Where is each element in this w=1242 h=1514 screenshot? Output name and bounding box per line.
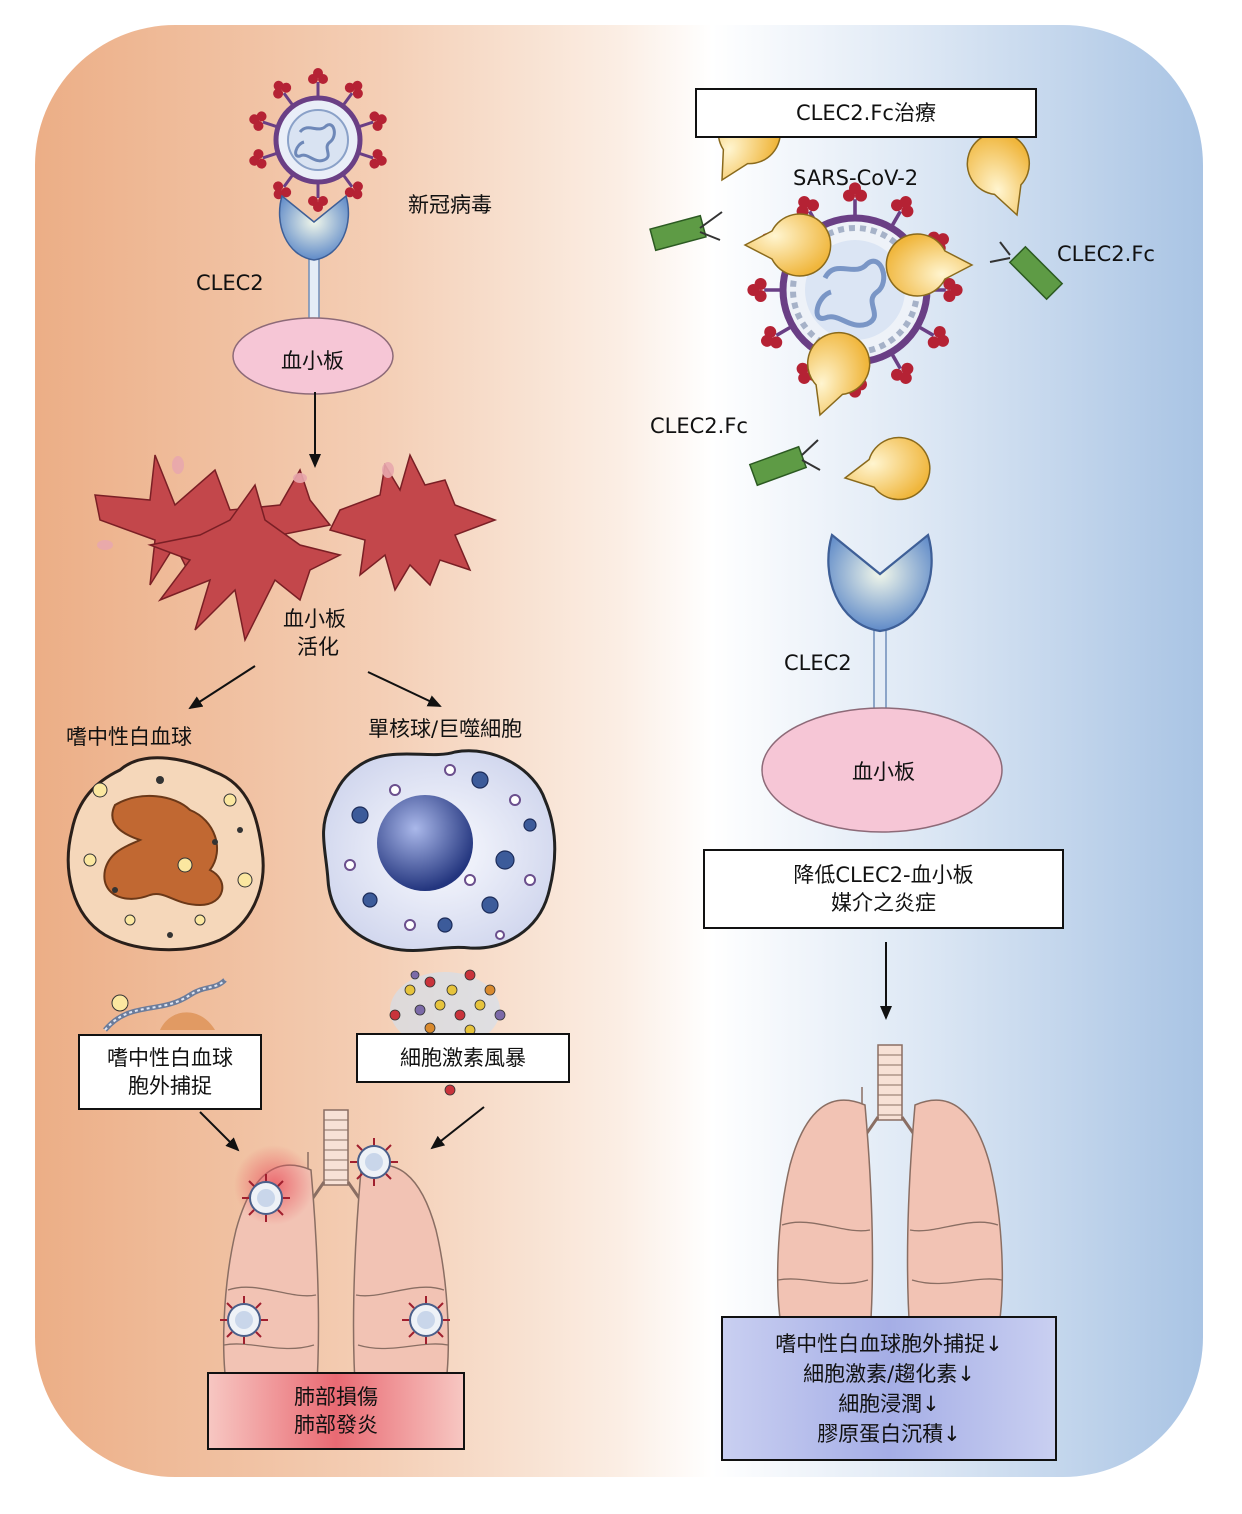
healthy-lung-icon — [776, 1043, 1004, 1354]
net-box-line1: 嗜中性白血球 — [107, 1046, 233, 1070]
treatment-title-box: CLEC2.Fc治療 — [695, 88, 1037, 138]
outcome-line4: 膠原蛋白沉積↓ — [817, 1421, 961, 1446]
activation-label-line1: 血小板 — [283, 607, 346, 631]
infected-lung-icon — [219, 1108, 451, 1419]
clec2-fc-icon — [885, 123, 1064, 301]
arrow-to-monocyte — [367, 671, 442, 707]
background-panel — [35, 25, 1203, 1477]
activated-platelet-icon — [94, 452, 498, 643]
result-box-line1: 肺部損傷 — [294, 1385, 378, 1409]
cytokine-particles-icon — [389, 969, 506, 1096]
virus-label: 新冠病毒 — [408, 193, 492, 217]
clec2-fc-icon — [748, 323, 936, 510]
net-box: 嗜中性白血球 胞外捕捉 — [78, 1034, 262, 1110]
outcome-line2: 細胞激素/趨化素↓ — [803, 1361, 975, 1386]
treatment-title: CLEC2.Fc治療 — [796, 101, 936, 125]
monocyte-label: 單核球/巨噬細胞 — [368, 717, 523, 741]
clec2-label-right: CLEC2 — [784, 651, 852, 675]
net-strand-icon — [103, 978, 227, 1032]
platelet-icon — [761, 707, 1003, 833]
outcome-line1: 嗜中性白血球胞外捕捉↓ — [775, 1331, 1003, 1356]
clec2-fc-label-right: CLEC2.Fc — [1057, 242, 1155, 266]
virus-icon — [244, 66, 392, 214]
neutrophil-icon — [66, 756, 265, 952]
reduce-box-line2: 媒介之炎症 — [831, 891, 936, 915]
reduce-box-line1: 降低CLEC2-血小板 — [793, 863, 974, 887]
cytokine-box-text: 細胞激素風暴 — [400, 1046, 526, 1070]
cytokine-box: 細胞激素風暴 — [356, 1033, 570, 1083]
outcome-line3: 細胞浸潤↓ — [838, 1391, 940, 1416]
platelet-label-right: 血小板 — [852, 760, 915, 784]
platelet-label: 血小板 — [281, 349, 344, 373]
net-box-line2: 胞外捕捉 — [128, 1074, 212, 1098]
arrow-to-neutrophil — [188, 665, 256, 710]
clec2-fc-label-left: CLEC2.Fc — [650, 414, 748, 438]
activation-label-line2: 活化 — [297, 635, 339, 659]
sars-cov-2-label: SARS-CoV-2 — [793, 166, 919, 190]
outcome-box: 嗜中性白血球胞外捕捉↓ 細胞激素/趨化素↓ 細胞浸潤↓ 膠原蛋白沉積↓ — [721, 1316, 1057, 1461]
platelet-icon — [232, 317, 394, 395]
result-box-line2: 肺部發炎 — [294, 1413, 378, 1437]
arrow-cytokine-to-lung — [430, 1106, 485, 1150]
neutrophil-label: 嗜中性白血球 — [66, 725, 192, 749]
arrow-net-to-lung — [199, 1111, 240, 1152]
clec2-receptor-icon — [827, 533, 933, 633]
macrophage-icon — [322, 749, 557, 953]
clec2-fc-icon — [649, 89, 832, 277]
clec2-label: CLEC2 — [196, 271, 264, 295]
reduce-inflammation-box: 降低CLEC2-血小板 媒介之炎症 — [703, 849, 1064, 929]
lung-damage-box: 肺部損傷 肺部發炎 — [207, 1372, 465, 1450]
